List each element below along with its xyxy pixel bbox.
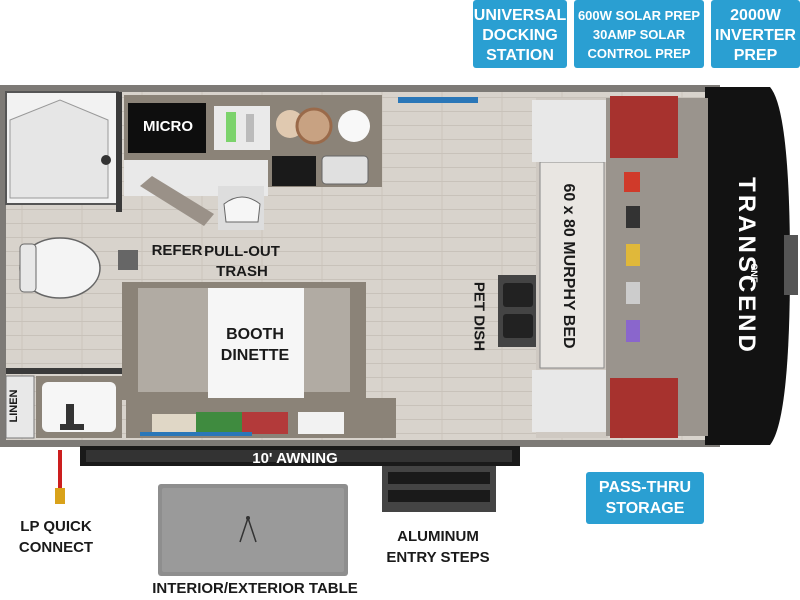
callout-line: CONTROL PREP <box>587 46 691 61</box>
callout-line: 600W SOLAR PREP <box>577 8 701 23</box>
callout-line: 30AMP SOLAR <box>592 27 686 42</box>
awning <box>80 446 520 466</box>
pet-dish-label: PET DISH <box>470 281 488 352</box>
callout-line: DOCKING <box>482 27 558 44</box>
booth-dinette <box>122 282 396 438</box>
awning-label: 10' AWNING <box>252 450 338 467</box>
dinette-line: BOOTH <box>226 326 284 343</box>
front-cap <box>705 87 798 445</box>
callout-line: INVERTER <box>715 27 796 44</box>
booth-dinette-label: BOOTH DINETTE <box>210 324 300 366</box>
interior-exterior-table <box>158 484 348 576</box>
entry-steps-label: ALUMINUM ENTRY STEPS <box>380 526 496 568</box>
lp-line: CONNECT <box>18 539 94 556</box>
lp-line: LP QUICK <box>20 518 92 535</box>
shower <box>5 91 119 205</box>
universal-docking-callout: UNIVERSAL DOCKING STATION <box>473 0 567 68</box>
refer-label: REFER <box>151 242 203 259</box>
entry-steps <box>382 466 496 512</box>
toilet <box>19 237 101 299</box>
table-label: INTERIOR/EXTERIOR TABLE <box>152 580 358 597</box>
steps-line: ALUMINUM <box>397 528 479 545</box>
pass-thru-callout: PASS-THRU STORAGE <box>586 472 704 524</box>
dinette-line: DINETTE <box>220 347 290 364</box>
callout-line: UNIVERSAL <box>473 7 567 24</box>
linen-label: LINEN <box>8 389 20 423</box>
pass-thru-storage <box>606 96 708 438</box>
solar-callout: 600W SOLAR PREP 30AMP SOLAR CONTROL PREP <box>574 0 704 68</box>
micro-label: MICRO <box>143 118 193 135</box>
pet-dish <box>498 275 538 347</box>
murphy-bed-label: 60 x 80 MURPHY BED <box>560 183 577 349</box>
callout-line: STATION <box>486 47 554 64</box>
lp-quick-connect-label: LP QUICK CONNECT <box>8 516 104 558</box>
inverter-callout: 2000W INVERTER PREP <box>711 0 800 68</box>
brand-sub-wordmark: ONE <box>749 263 759 283</box>
callout-line: STORAGE <box>605 500 685 517</box>
callout-line: 2000W <box>730 7 781 24</box>
refer <box>124 160 268 230</box>
callout-line: PASS-THRU <box>598 479 692 496</box>
pullout-line: PULL-OUT <box>204 243 280 260</box>
pullout-trash-label: PULL-OUT TRASH <box>202 242 282 282</box>
callout-line: PREP <box>733 47 778 64</box>
bath-vanity <box>5 375 122 439</box>
lp-line <box>55 450 65 504</box>
steps-line: ENTRY STEPS <box>386 549 490 566</box>
murphy-bed <box>532 98 612 438</box>
table-logo-icon <box>239 516 257 543</box>
pullout-line: TRASH <box>216 263 268 280</box>
